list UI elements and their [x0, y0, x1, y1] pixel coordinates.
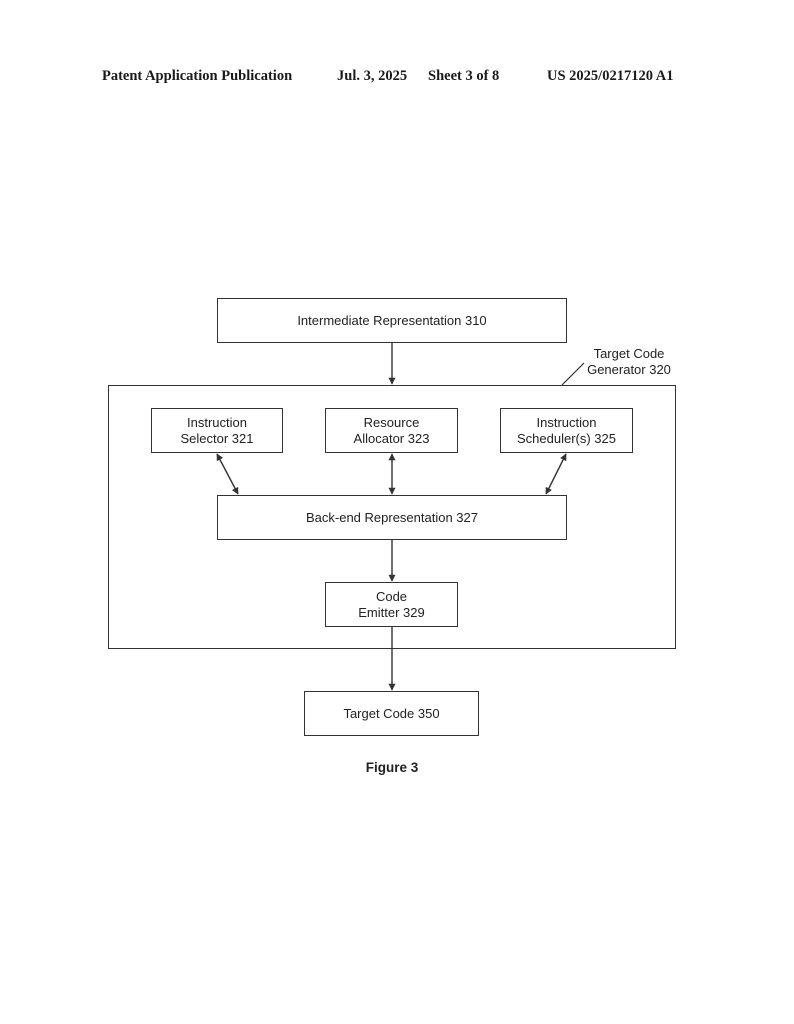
code-emitter-label-line2: Emitter 329: [358, 604, 425, 620]
back-end-representation-label: Back-end Representation 327: [305, 509, 478, 525]
figure-caption: Figure 3: [365, 760, 419, 775]
code-emitter-label-line1: Code: [375, 588, 408, 604]
header-sheet: Sheet 3 of 8: [428, 68, 500, 84]
code-emitter-box: Code Emitter 329: [325, 582, 458, 627]
generator-label-leader: [561, 362, 585, 386]
instruction-scheduler-box: Instruction Scheduler(s) 325: [500, 408, 633, 453]
instruction-selector-label-line1: Instruction: [187, 414, 247, 430]
instruction-scheduler-label-line1: Instruction: [536, 414, 597, 430]
header-publication: Patent Application Publication: [102, 68, 293, 84]
target-code-generator-label-line2: Generator 320: [587, 362, 671, 377]
resource-allocator-label-line2: Allocator 323: [353, 430, 430, 446]
target-code-generator-label-line1: Target Code: [593, 346, 665, 361]
target-code-box: Target Code 350: [304, 691, 479, 736]
page-header: Patent Application Publication Jul. 3, 2…: [0, 68, 794, 88]
back-end-representation-box: Back-end Representation 327: [217, 495, 567, 540]
intermediate-representation-label: Intermediate Representation 310: [297, 312, 487, 328]
header-publication-number: US 2025/0217120 A1: [547, 68, 674, 84]
resource-allocator-label-line1: Resource: [363, 414, 420, 430]
target-code-label: Target Code 350: [343, 705, 440, 721]
target-code-generator-label: Target Code Generator 320: [584, 346, 674, 378]
instruction-selector-label-line2: Selector 321: [180, 430, 254, 446]
instruction-selector-box: Instruction Selector 321: [151, 408, 283, 453]
resource-allocator-box: Resource Allocator 323: [325, 408, 458, 453]
header-date: Jul. 3, 2025: [337, 68, 408, 84]
intermediate-representation-box: Intermediate Representation 310: [217, 298, 567, 343]
instruction-scheduler-label-line2: Scheduler(s) 325: [517, 430, 616, 446]
